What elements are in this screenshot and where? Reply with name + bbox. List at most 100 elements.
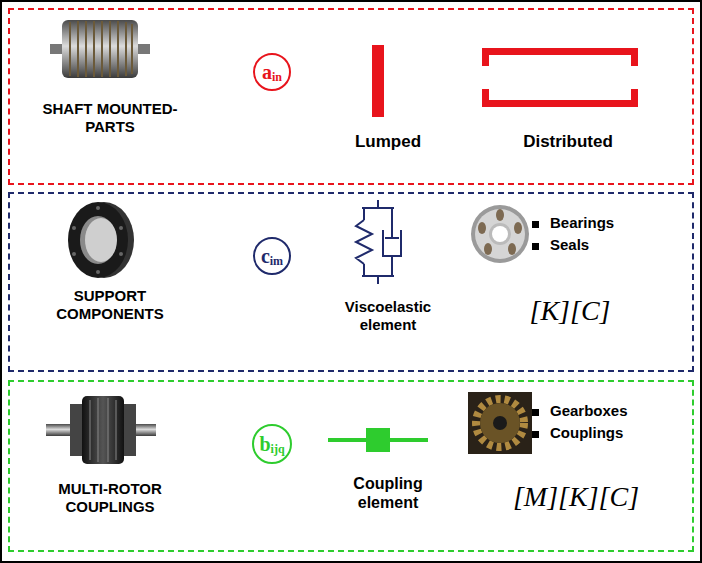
distributed-symbol — [631, 48, 638, 66]
ring-picture — [68, 202, 134, 278]
rotor-picture — [70, 21, 132, 77]
rotor-picture — [93, 21, 95, 77]
coupling-picture — [116, 400, 117, 460]
distributed-symbol — [482, 100, 638, 107]
rotor-picture — [125, 22, 127, 76]
bearing-picture — [492, 226, 508, 242]
ring-picture — [119, 226, 123, 230]
coupling-picture — [98, 398, 99, 462]
bearing-picture — [475, 209, 525, 259]
ring-picture — [85, 218, 117, 262]
gear-picture — [480, 403, 520, 443]
symbol-label: Coupling element — [328, 474, 448, 512]
symbol-label: Viscoelastic element — [328, 298, 448, 334]
gear-picture — [493, 416, 507, 430]
coupling-element-symbol — [366, 428, 390, 452]
spring-damper-symbol — [385, 237, 399, 239]
coupling-picture — [122, 404, 136, 456]
parameter-symbol: c — [261, 245, 270, 268]
distributed-symbol — [482, 89, 489, 107]
parameter-circle: ain — [253, 53, 291, 91]
rotor-picture — [85, 21, 87, 77]
coupling-picture — [82, 396, 124, 464]
rotor-picture — [62, 20, 138, 78]
matrix-label: [K][C] — [530, 294, 611, 328]
gear-picture — [468, 392, 532, 454]
rotor-picture — [117, 21, 119, 77]
ring-picture — [96, 206, 100, 210]
bearing-picture — [478, 222, 486, 234]
rotor-picture — [69, 22, 71, 76]
bullet — [532, 431, 539, 438]
spring-damper-symbol — [363, 208, 365, 220]
ring-picture — [72, 226, 76, 230]
symbol-label: Lumped — [328, 132, 448, 152]
shaft-parts-band: SHAFT MOUNTED-PARTS Lumped Distributed ain — [8, 8, 694, 185]
rotor-picture — [50, 44, 64, 54]
bullet — [532, 409, 539, 416]
bullet-item: Couplings — [550, 424, 623, 442]
coupling-band: MULTI-ROTOR COUPLINGS Coupling element Gea… — [8, 380, 694, 552]
support-band: SUPPORT COMPONENTS Viscoelastic element Be… — [8, 192, 694, 372]
coupling-picture — [90, 400, 91, 460]
bullet-item: Bearings — [550, 214, 614, 232]
distributed-symbol — [482, 48, 489, 66]
rotor-picture — [77, 21, 79, 77]
coupling-picture — [70, 404, 84, 456]
group-title: SUPPORT COMPONENTS — [30, 287, 190, 323]
spring-damper-symbol — [383, 230, 401, 256]
lumped-symbol — [372, 45, 384, 117]
parameter-subscript: ijq — [271, 442, 285, 457]
ring-picture — [80, 216, 116, 264]
parameter-circle: cim — [253, 237, 291, 275]
distributed-symbol — [482, 48, 638, 55]
ring-picture — [72, 252, 76, 256]
gear-picture — [476, 399, 524, 447]
bullet — [532, 243, 539, 250]
ring-picture — [119, 252, 123, 256]
bullet-item: Gearboxes — [550, 402, 628, 420]
bearing-picture — [471, 205, 529, 263]
bullet — [532, 221, 539, 228]
spring-damper-symbol — [377, 276, 379, 284]
spring-damper-symbol — [356, 200, 401, 284]
ring-picture — [96, 270, 100, 274]
parameter-symbol: b — [259, 433, 270, 456]
distributed-symbol — [631, 89, 638, 107]
bearing-picture — [471, 205, 529, 263]
rotor-picture — [136, 44, 150, 54]
rotor-picture — [50, 20, 150, 78]
symbol-label: Distributed — [483, 132, 653, 152]
gear-picture — [468, 392, 532, 454]
bearing-picture — [508, 243, 516, 255]
group-title: SHAFT MOUNTED-PARTS — [30, 100, 190, 136]
coupling-element-symbol — [328, 428, 428, 452]
parameter-subscript: in — [272, 70, 282, 85]
bearing-picture — [478, 209, 522, 255]
bearing-picture — [489, 223, 511, 245]
spring-damper-symbol — [356, 220, 372, 264]
coupling-picture — [46, 396, 156, 464]
bearing-picture — [514, 222, 522, 234]
group-title: MULTI-ROTOR COUPLINGS — [30, 480, 190, 516]
rotor-picture — [101, 21, 103, 77]
bearing-picture — [496, 209, 504, 221]
spring-damper-symbol — [362, 207, 394, 209]
ring-picture — [68, 202, 128, 278]
parameter-symbol: a — [262, 61, 272, 84]
spring-damper-symbol — [377, 200, 379, 208]
coupling-picture — [108, 398, 109, 462]
coupling-picture — [90, 398, 116, 462]
distributed-symbol — [482, 48, 638, 107]
rotor-picture — [131, 24, 133, 74]
spring-damper-symbol — [363, 264, 365, 276]
parameter-subscript: im — [270, 254, 283, 269]
matrix-label: [M][K][C] — [513, 480, 639, 514]
spring-damper-symbol — [391, 256, 393, 276]
spring-damper-symbol — [391, 208, 393, 238]
bullet-item: Seals — [550, 236, 589, 254]
bearing-picture — [484, 243, 492, 255]
rotor-picture — [109, 21, 111, 77]
